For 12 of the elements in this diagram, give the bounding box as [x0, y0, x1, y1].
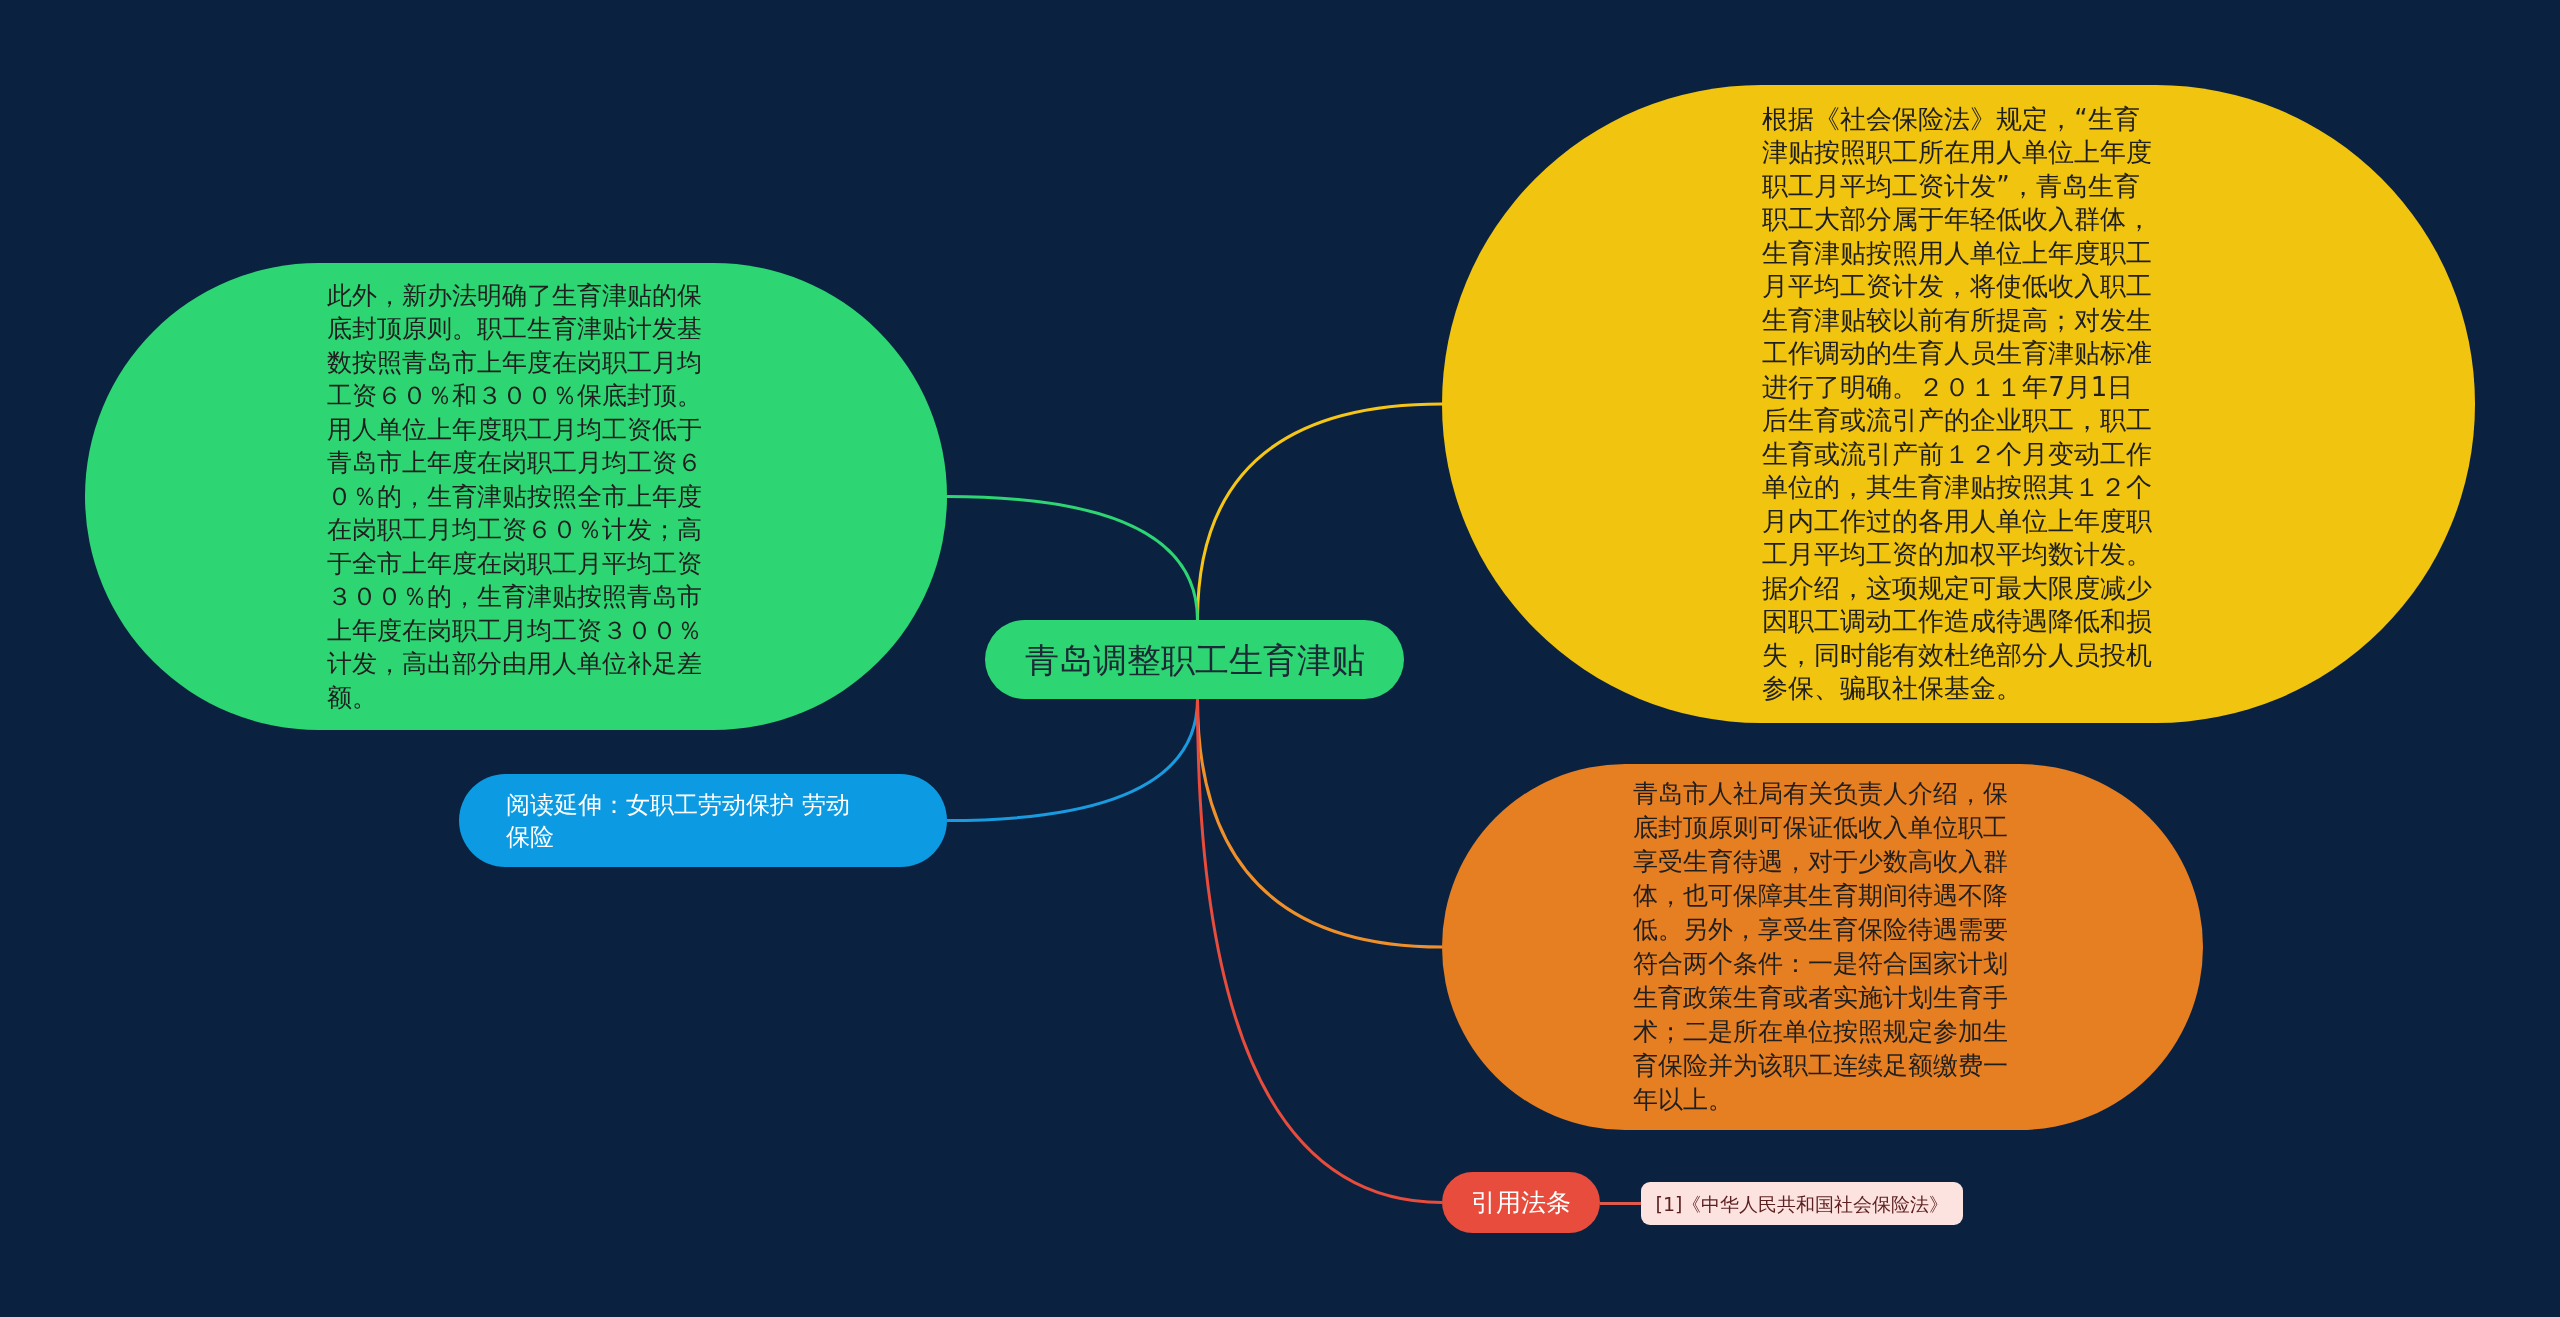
topic-title: 青岛调整职工生育津贴: [1024, 638, 1365, 681]
reference-text: [1]《中华人民共和国社会保险法》: [1655, 1191, 1949, 1217]
paragraph-text: 根据《社会保险法》规定，“生育津贴按照职工所在用人单位上年度职工月平均工资计发”，青岛生育职工大部分属于年轻低收入群体，生育津贴按照用人单位上年度职工月平均工资计发，将使低收入职工生育津贴较以前有所提高；对发生工作调动的生育人员生育津贴标准进行了明确。２０１１年7月1日后生育或流引产的企业职工，职工生育或流引产前１２个月变动工作单位的，其生育津贴按照其１２个月内工作过的各用人单位上年度职工月平均工资的加权平均数计发。据介绍，这项规定可最大限度减少因职工调动工作造成待遇降低和损失，同时能有效杜绝部分人员投机参保、骗取社保基金。: [1762, 102, 2154, 705]
link-text: 阅读延伸：女职工劳动保护 劳动保险: [506, 789, 851, 853]
connector-line: [946, 495, 1199, 621]
connector-line: [1600, 1202, 1641, 1205]
paragraph-text: 此外，新办法明确了生育津贴的保底封顶原则。职工生育津贴计发基数按照青岛市上年度在岗职工月均工资６０％和３００％保底封顶。用人单位上年度职工月均工资低于青岛市上年度在岗职工月均工资６０％的，生育津贴按照全市上年度在岗职工月均工资６０％计发；高于全市上年度在岗职工月平均工资３００％的，生育津贴按照青岛市上年度在岗职工月均工资３００％计发，高出部分由用人单位补足差额。: [327, 279, 704, 714]
connector-line: [1196, 698, 1443, 1204]
tag-pill: [1442, 1172, 1600, 1233]
paragraph-text: 青岛市人社局有关负责人介绍，保底封顶原则可保证低收入单位职工享受生育待遇，对于少数高收入群体，也可保障其生育期间待遇不降低。另外，享受生育保险待遇需要符合两个条件：一是符合国家计划生育政策生育或者实施计划生育手术；二是所在单位按照规定参加生育保险并为该职工连续足额缴费一年以上。: [1632, 778, 2009, 1116]
tag-label: 引用法条: [1471, 1186, 1571, 1219]
reference-note: [1641, 1182, 1963, 1225]
